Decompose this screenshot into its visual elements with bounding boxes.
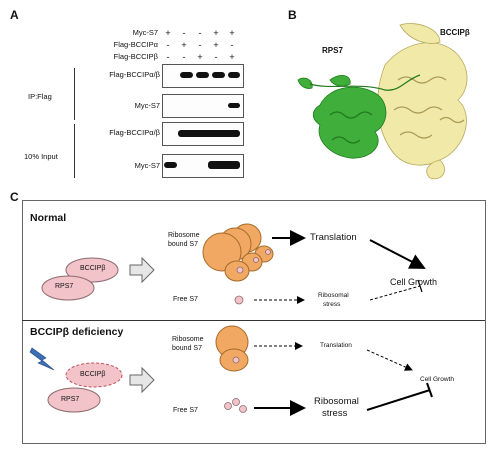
sign: -	[198, 28, 202, 38]
sign: +	[181, 40, 187, 50]
inhibit-growth	[366, 389, 431, 411]
blot-band	[228, 72, 240, 78]
protein-label: BCCIPβ	[80, 371, 106, 378]
section-title-normal: Normal	[30, 212, 67, 224]
condition-label-flag-bccip-beta: Flag-BCCIPβ	[113, 52, 158, 61]
group-bracket-ip	[74, 68, 75, 120]
condition-label-myc-s7: Myc-S7	[132, 28, 158, 37]
lightning-icon	[29, 347, 55, 371]
blot-row-label: Flag-BCCIPα/β	[109, 128, 160, 137]
deficiency-diagram	[29, 325, 433, 416]
blot-band	[208, 161, 240, 169]
panel-c-frame	[22, 200, 486, 444]
process-arrow	[129, 366, 155, 394]
protein-bccip-beta-dashed	[65, 362, 123, 388]
protein-label: BCCIPβ	[80, 265, 106, 272]
sign: -	[198, 40, 202, 50]
sign: +	[197, 52, 203, 62]
sign: +	[213, 28, 219, 38]
inhibit-growth	[369, 285, 421, 301]
free-s7-dot	[239, 405, 247, 413]
blot-row-label: Myc-S7	[134, 101, 160, 110]
cell-growth-label: Cell Growth	[420, 376, 454, 383]
sign: -	[182, 28, 186, 38]
ribosome-label: bound S7	[168, 241, 198, 248]
sign: +	[229, 28, 235, 38]
blot-row-label: Myc-S7	[134, 161, 160, 170]
stress-label: stress	[323, 301, 341, 308]
stress-label: stress	[322, 408, 348, 419]
blot-band	[196, 72, 209, 78]
protein-rps7	[41, 275, 95, 301]
stress-label: Ribosomal	[318, 292, 349, 299]
blot-band	[178, 130, 240, 137]
translation-label: Translation	[310, 232, 357, 243]
blot-band	[180, 72, 193, 78]
ribosome-label: Ribosome	[172, 336, 204, 343]
translation-label: Translation	[320, 342, 352, 349]
normal-diagram	[41, 223, 426, 305]
panel-c-letter: C	[10, 190, 19, 204]
sign: -	[166, 40, 170, 50]
free-s7-label: Free S7	[173, 407, 198, 414]
sign: +	[229, 52, 235, 62]
protein-rps7	[47, 387, 101, 413]
protein-structure-image	[297, 23, 468, 180]
section-title-deficiency: BCCIPβ deficiency	[30, 326, 124, 338]
blot-band	[212, 72, 225, 78]
panel-a-letter: A	[10, 8, 19, 22]
sign: +	[213, 40, 219, 50]
group-label-ip-flag: IP:Flag	[28, 92, 52, 101]
stress-label: Ribosomal	[314, 396, 359, 407]
blot-band	[164, 162, 177, 168]
free-s7-dot	[224, 402, 232, 410]
free-s7-label: Free S7	[173, 296, 198, 303]
ribosome-stack	[202, 223, 274, 282]
protein-label-rps7: RPS7	[322, 46, 343, 55]
protein-label-bccip-beta: BCCIPβ	[440, 28, 470, 37]
sign: +	[165, 28, 171, 38]
cell-growth-label: Cell Growth	[390, 277, 438, 287]
arrow-to-growth	[366, 349, 413, 371]
free-s7-dot	[234, 295, 244, 305]
protein-bccip-beta	[65, 257, 119, 283]
blot-band	[228, 103, 240, 108]
sign: -	[214, 52, 218, 62]
ribosome-label: Ribosome	[168, 232, 200, 239]
protein-label: RPS7	[61, 396, 80, 403]
free-s7-dot	[232, 398, 240, 406]
panel-b-letter: B	[288, 8, 297, 22]
blot-row-label: Flag-BCCIPα/β	[109, 70, 160, 79]
group-label-input: 10% Input	[24, 152, 58, 161]
ribosome-label: bound S7	[172, 345, 202, 352]
sign: -	[166, 52, 170, 62]
protein-label: RPS7	[55, 283, 74, 290]
arrow-to-growth	[369, 239, 426, 269]
section-divider	[22, 320, 485, 321]
condition-label-flag-bccip-alpha: Flag-BCCIPα	[113, 40, 158, 49]
process-arrow	[129, 256, 155, 284]
sign: -	[230, 40, 234, 50]
sign: -	[182, 52, 186, 62]
group-bracket-input	[74, 124, 75, 178]
